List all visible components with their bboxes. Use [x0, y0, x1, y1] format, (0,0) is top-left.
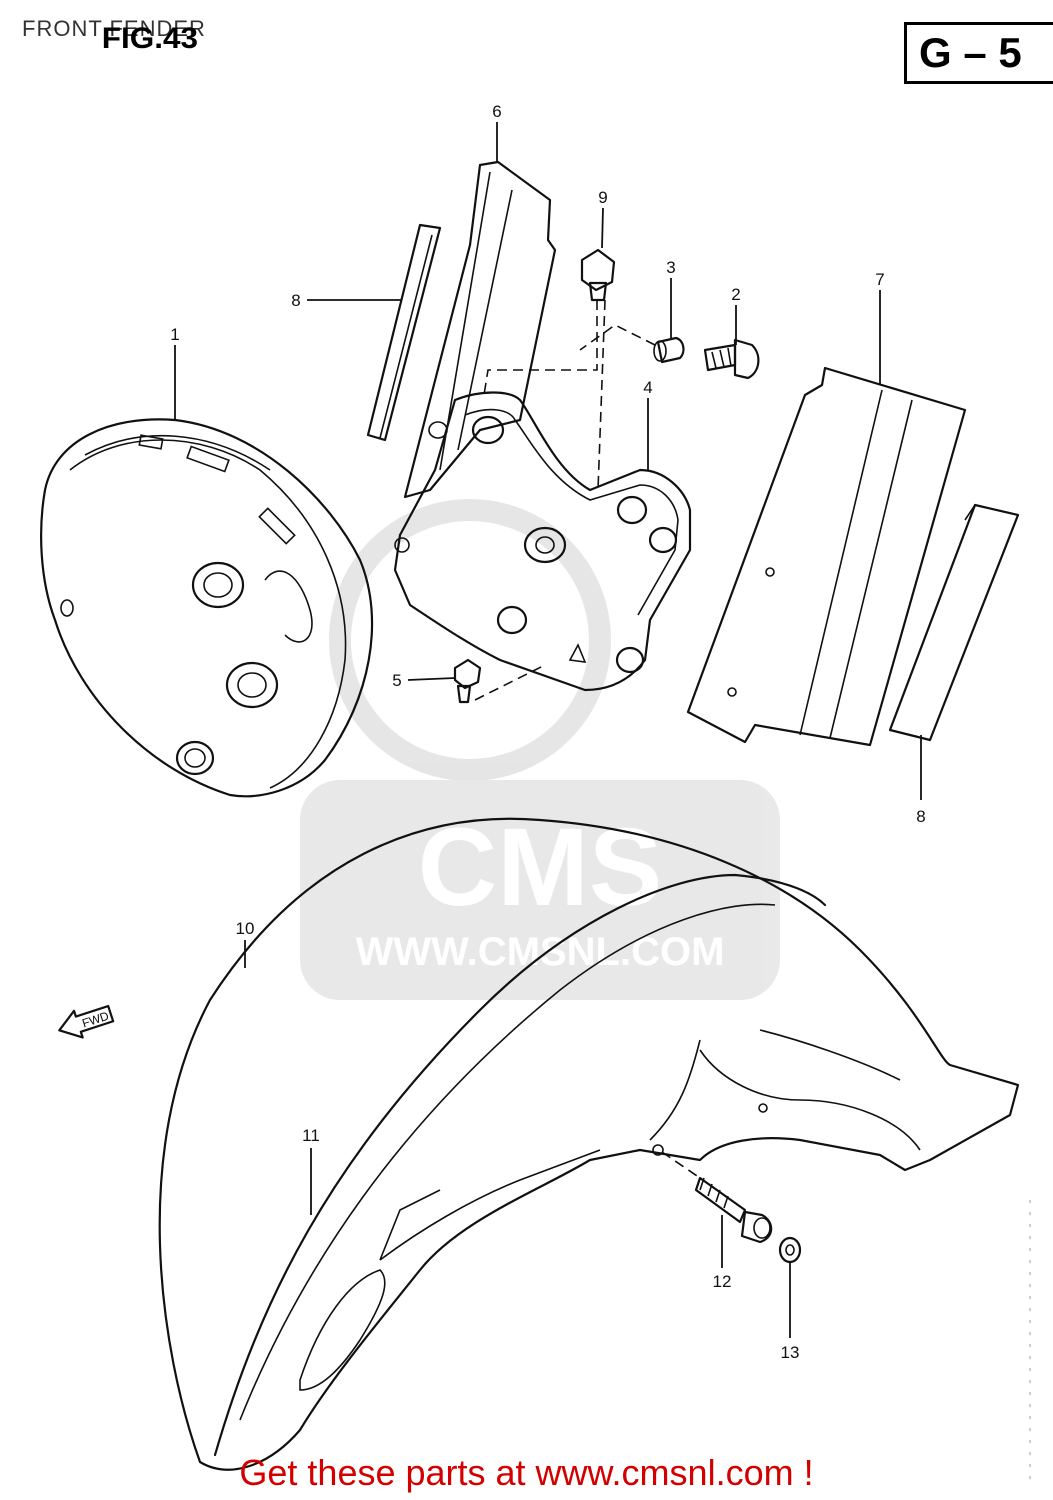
page-title: FRONT FENDER: [22, 16, 206, 41]
callout-5: 5: [392, 671, 401, 690]
callout-8-right: 8: [916, 807, 925, 826]
callout-6: 6: [492, 102, 501, 121]
callout-9: 9: [598, 188, 607, 207]
part-4-bracket: [393, 391, 692, 692]
callout-3: 3: [666, 258, 675, 277]
part-8-strip-right: [888, 503, 1020, 742]
callout-2: 2: [731, 285, 740, 304]
assembly-line-bolt: [661, 1151, 701, 1179]
callout-8-left: 8: [291, 291, 300, 310]
forward-arrow-icon: FWD: [58, 1004, 115, 1039]
footer-link[interactable]: Get these parts at www.cmsnl.com !: [239, 1452, 814, 1493]
part-10-front-fender: [158, 817, 1020, 1471]
callout-12: 12: [713, 1272, 732, 1291]
callout-4: 4: [643, 378, 652, 397]
watermark-url: WWW.CMSNL.COM: [356, 930, 725, 974]
part-2-bolt: [703, 338, 760, 380]
part-7-side-cover: [686, 366, 967, 747]
callout-10: 10: [236, 919, 255, 938]
callout-11: 11: [302, 1126, 320, 1145]
callout-7: 7: [875, 270, 884, 289]
part-8-strip-left: [366, 223, 442, 442]
assembly-lines: [474, 299, 656, 701]
leader-lines: [174, 122, 922, 1338]
watermark-brand: CMS: [418, 806, 662, 929]
part-9-screw: [580, 248, 616, 302]
callout-1: 1: [170, 325, 179, 344]
figure-number: FIG.43: [101, 22, 198, 55]
part-12-fender-bolt: [694, 1176, 773, 1244]
callout-13: 13: [781, 1343, 800, 1362]
part-3-collar: [653, 336, 685, 364]
callout-labels: 1 2 3 4 5 6 7 8 8 9 10 11 12 13: [170, 102, 925, 1362]
part-1-headlight-housing: [40, 418, 374, 798]
part-5-screw: [453, 658, 482, 704]
page-code-box: G – 5: [904, 22, 1053, 84]
cms-watermark: CMS WWW.CMSNL.COM: [300, 499, 780, 1000]
part-13-washer: [778, 1236, 802, 1264]
